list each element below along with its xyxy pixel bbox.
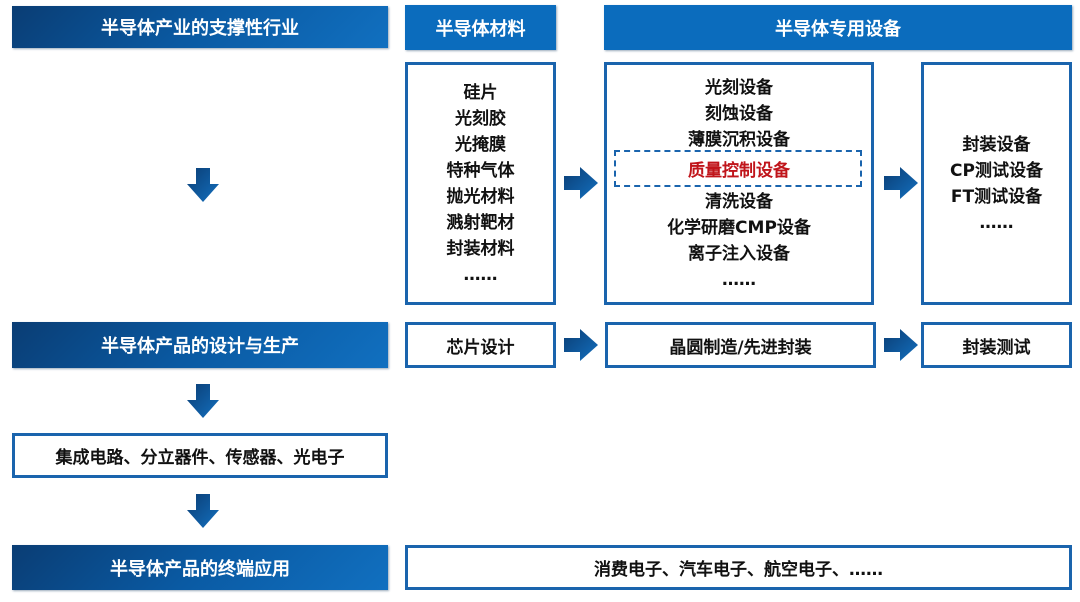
equipment-item: 清洗设备 [705,191,773,212]
chain-manufacturing: 晶圆制造/先进封装 [605,322,876,368]
material-item: 溅射靶材 [446,212,515,233]
applications-box: 消费电子、汽车电子、航空电子、…… [405,545,1072,590]
arrow-right-icon [884,167,918,199]
products-box: 集成电路、分立器件、传感器、光电子 [12,433,388,478]
header-materials: 半导体材料 [405,5,556,50]
equipment-item: 化学研磨CMP设备 [667,217,811,238]
equipment-list: 光刻设备 刻蚀设备 薄膜沉积设备 质量控制设备 清洗设备 化学研磨CMP设备 离… [604,62,874,305]
packaging-equipment-list: 封装设备 CP测试设备 FT测试设备 …… [921,62,1072,305]
chain-testing: 封装测试 [921,322,1072,368]
arrow-down-icon [187,168,219,202]
header-terminal: 半导体产品的终端应用 [12,545,388,590]
equipment-item: 光刻设备 [705,77,773,98]
arrow-right-icon [564,167,598,199]
packaging-item: CP测试设备 [950,160,1043,181]
equipment-item: 刻蚀设备 [705,103,773,124]
chain-design: 芯片设计 [405,322,556,368]
material-item: 光刻胶 [455,108,506,129]
material-item: 硅片 [463,82,498,103]
packaging-item: FT测试设备 [950,186,1043,207]
equipment-item: 离子注入设备 [688,243,790,264]
header-support-industries: 半导体产业的支撑性行业 [12,6,388,48]
material-item: 光掩膜 [455,134,506,155]
packaging-item: 封装设备 [962,134,1031,155]
arrow-right-icon [884,329,918,361]
header-design-production: 半导体产品的设计与生产 [12,322,388,368]
materials-list: 硅片 光刻胶 光掩膜 特种气体 抛光材料 溅射靶材 封装材料 …… [405,62,556,305]
equipment-item: 薄膜沉积设备 [688,129,790,150]
highlight-dashed-frame [614,150,862,187]
equipment-item: …… [722,269,756,290]
material-item: 抛光材料 [446,186,515,207]
arrow-down-icon [187,384,219,418]
material-item: 封装材料 [446,238,515,259]
material-item: …… [463,264,498,285]
header-equipment: 半导体专用设备 [604,5,1072,50]
arrow-down-icon [187,494,219,528]
arrow-right-icon [564,329,598,361]
material-item: 特种气体 [446,160,515,181]
packaging-item: …… [979,212,1014,233]
equipment-item-highlight: 质量控制设备 [688,160,790,181]
